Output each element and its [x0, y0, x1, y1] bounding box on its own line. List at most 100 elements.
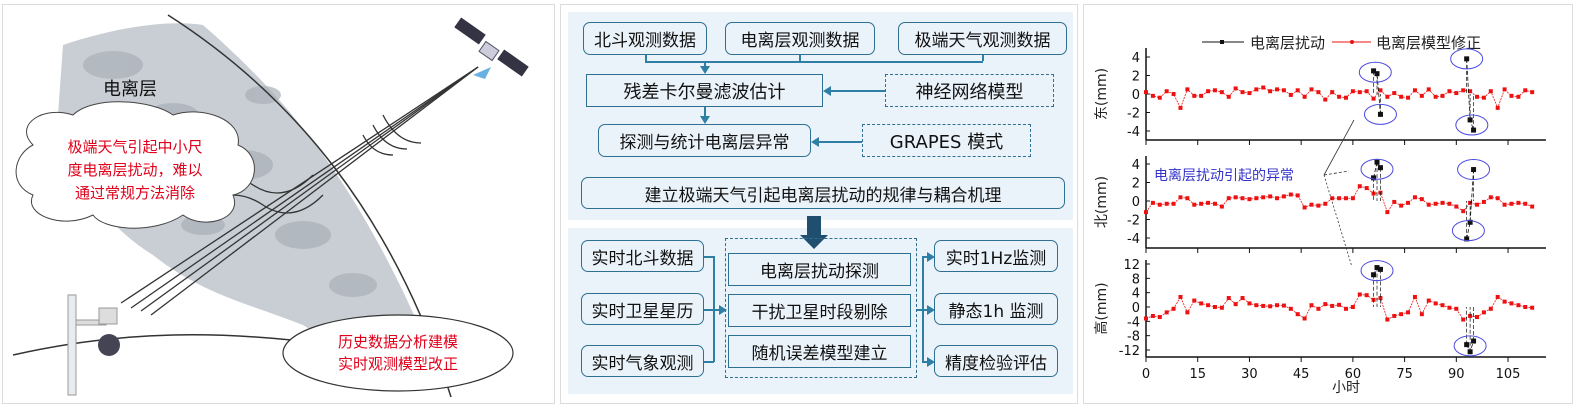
corrected-point — [1302, 205, 1307, 210]
y-tick-label: 2 — [1132, 177, 1140, 192]
anomaly-annotation: 电离层扰动引起的异常 — [1154, 167, 1294, 184]
x-tick-label: 60 — [1345, 367, 1362, 382]
y-tick-label: 4 — [1132, 158, 1140, 173]
y-tick-label: 0 — [1132, 88, 1140, 103]
satellite-removal-box: 干扰卫星时段剔除 — [728, 294, 911, 327]
corrected-point — [1164, 201, 1169, 206]
corrected-point — [1275, 196, 1280, 201]
corrected-point — [1385, 317, 1390, 322]
y-tick-label: -4 — [1127, 232, 1140, 247]
x-tick-label: 105 — [1496, 367, 1521, 382]
corrected-point — [1316, 306, 1321, 311]
y-tick-label: -4 — [1127, 125, 1140, 140]
x-tick-label: 0 — [1142, 367, 1150, 382]
corrected-point — [1495, 294, 1500, 299]
detect-anomaly-box: 探测与统计电离层异常 — [598, 124, 811, 157]
corrected-point — [1240, 90, 1245, 95]
chart-subplot: 420-2-4东(mm) — [1094, 48, 1546, 145]
corrected-point — [1281, 303, 1286, 308]
corrected-point — [1461, 317, 1466, 322]
corrected-point — [1495, 105, 1500, 110]
disturbance-point — [1371, 68, 1377, 74]
disturbance-point — [1467, 349, 1473, 355]
corrected-series-line — [1145, 87, 1533, 109]
disturbance-point — [1374, 265, 1380, 271]
corrected-point — [1419, 312, 1424, 317]
ionosphere-label: 电离层 — [103, 79, 157, 100]
corrected-point — [1268, 194, 1273, 199]
y-tick-label: -12 — [1119, 344, 1140, 359]
corrected-point — [1523, 201, 1528, 206]
corrected-point — [1247, 197, 1252, 202]
corrected-point — [1281, 88, 1286, 93]
y-tick-label: 8 — [1132, 272, 1140, 287]
y-tick-label: -2 — [1127, 107, 1140, 122]
corrected-point — [1144, 210, 1148, 215]
corrected-point — [1426, 298, 1431, 303]
anomaly-ellipse — [1451, 220, 1485, 242]
random-error-model-box: 随机误差模型建立 — [728, 335, 911, 368]
corrected-point — [1343, 196, 1348, 201]
ionosphere-illustration-panel: 电离层 极端天气引起中小尺 度电离层扰动，难以 通过常规方法消除 历史数据分析建… — [2, 4, 555, 404]
corrected-point — [1212, 305, 1217, 309]
y-tick-label: 4 — [1132, 51, 1140, 66]
corrected-point — [1171, 201, 1176, 206]
corrected-point — [1440, 303, 1445, 308]
corrected-point — [1475, 315, 1480, 320]
realtime-beidou-box: 实时北斗数据 — [581, 240, 704, 272]
corrected-point — [1343, 306, 1348, 311]
corrected-point — [1261, 195, 1266, 200]
corrected-point — [1330, 303, 1335, 308]
corrected-point — [1461, 209, 1466, 214]
corrected-point — [1295, 193, 1300, 198]
corrected-point — [1144, 316, 1148, 321]
y-tick-label: -2 — [1127, 214, 1140, 229]
corrected-point — [1530, 305, 1535, 310]
corrected-point — [1502, 87, 1507, 92]
corrected-point — [1206, 200, 1211, 205]
corrected-point — [1468, 89, 1473, 94]
corrected-point — [1295, 312, 1300, 317]
input-weather-box: 极端天气观测数据 — [898, 22, 1067, 55]
corrected-point — [1364, 89, 1369, 94]
corrected-point — [1192, 93, 1197, 98]
y-axis-label: 东(mm) — [1094, 68, 1110, 120]
corrected-point — [1350, 89, 1355, 94]
y-tick-label: 4 — [1132, 287, 1140, 302]
corrected-point — [1323, 201, 1328, 206]
corrected-point — [1406, 95, 1411, 100]
y-tick-label: 12 — [1123, 258, 1140, 273]
x-tick-label: 30 — [1241, 367, 1258, 382]
corrected-point — [1392, 91, 1397, 96]
corrected-point — [1254, 196, 1259, 201]
anomaly-ellipse — [1455, 114, 1489, 136]
corrected-point — [1295, 88, 1300, 93]
corrected-point — [1523, 88, 1528, 93]
input-ionosphere-box: 电离层观测数据 — [725, 22, 875, 55]
corrected-point — [1178, 105, 1183, 110]
corrected-point — [1261, 85, 1266, 90]
anomaly-ellipse — [1450, 48, 1484, 70]
corrected-point — [1247, 301, 1252, 306]
corrected-point — [1412, 195, 1417, 200]
corrected-point — [1226, 196, 1231, 201]
disturbance-point — [1467, 117, 1473, 123]
callout-ellipse — [282, 314, 514, 392]
x-tick-label: 90 — [1448, 367, 1465, 382]
corrected-point — [1157, 95, 1162, 100]
disturbance-point — [1374, 159, 1380, 165]
corrected-point — [1530, 204, 1535, 209]
x-tick-label: 45 — [1293, 367, 1310, 382]
residual-kalman-box: 残差卡尔曼滤波估计 — [586, 74, 823, 107]
y-tick-label: -4 — [1127, 315, 1140, 330]
input-beidou-box: 北斗观测数据 — [583, 22, 707, 55]
anomaly-ellipse — [1457, 159, 1491, 181]
corrected-point — [1433, 94, 1438, 99]
y-tick-label: 0 — [1132, 301, 1140, 316]
corrected-point — [1254, 303, 1259, 308]
corrected-point — [1440, 93, 1445, 98]
corrected-point — [1288, 92, 1293, 97]
corrected-point — [1233, 302, 1238, 307]
legend: 电离层扰动 电离层模型修正 — [1202, 34, 1481, 52]
corrected-point — [1426, 202, 1431, 207]
